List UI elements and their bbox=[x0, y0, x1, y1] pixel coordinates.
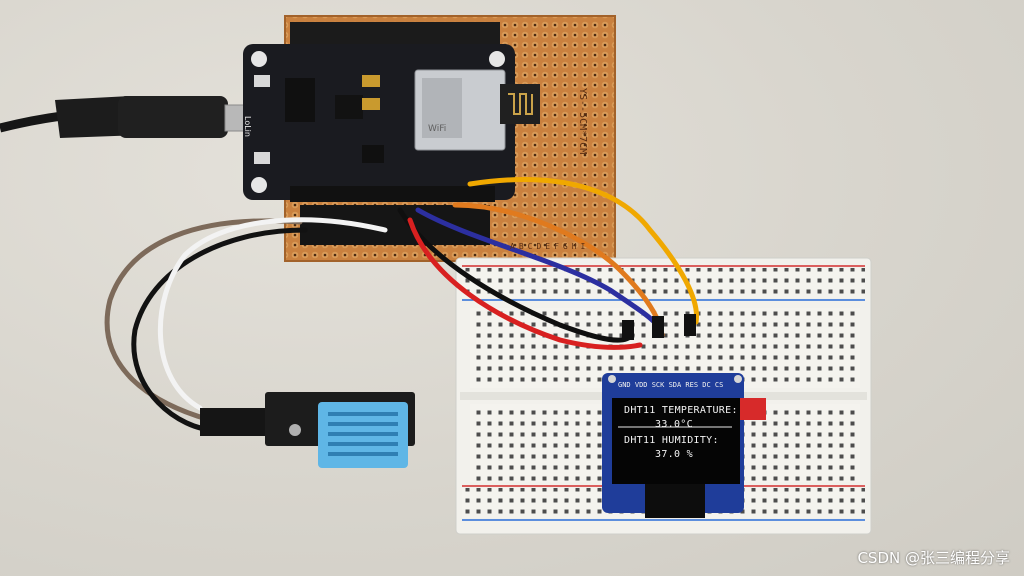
oled-humidity-label: DHT11 HUMIDITY: bbox=[624, 435, 719, 446]
nodemcu-board bbox=[243, 22, 540, 202]
oled-module bbox=[602, 373, 766, 518]
pcb-size-label: YS--5CM*7CM bbox=[577, 88, 588, 155]
oled-pin-labels: GND VDD SCK SDA RES DC CS bbox=[618, 381, 724, 389]
dht11-sensor bbox=[200, 392, 415, 468]
watermark: CSDN @张三编程分享 bbox=[857, 549, 1010, 567]
oled-temp-value: 33.0°C bbox=[655, 419, 693, 430]
pin-header bbox=[300, 205, 490, 245]
wire-plugs bbox=[622, 314, 696, 340]
pcb-row-letters: ABCDEFGHI bbox=[510, 242, 590, 251]
oled-humidity-value: 37.0 % bbox=[655, 449, 693, 460]
jumper-wires bbox=[104, 177, 699, 433]
esp-module-label: WiFi bbox=[428, 124, 447, 134]
nodemcu-brand-label: LoLin bbox=[243, 116, 252, 137]
usb-cable bbox=[0, 96, 254, 138]
oled-temp-label: DHT11 TEMPERATURE: bbox=[624, 405, 738, 416]
